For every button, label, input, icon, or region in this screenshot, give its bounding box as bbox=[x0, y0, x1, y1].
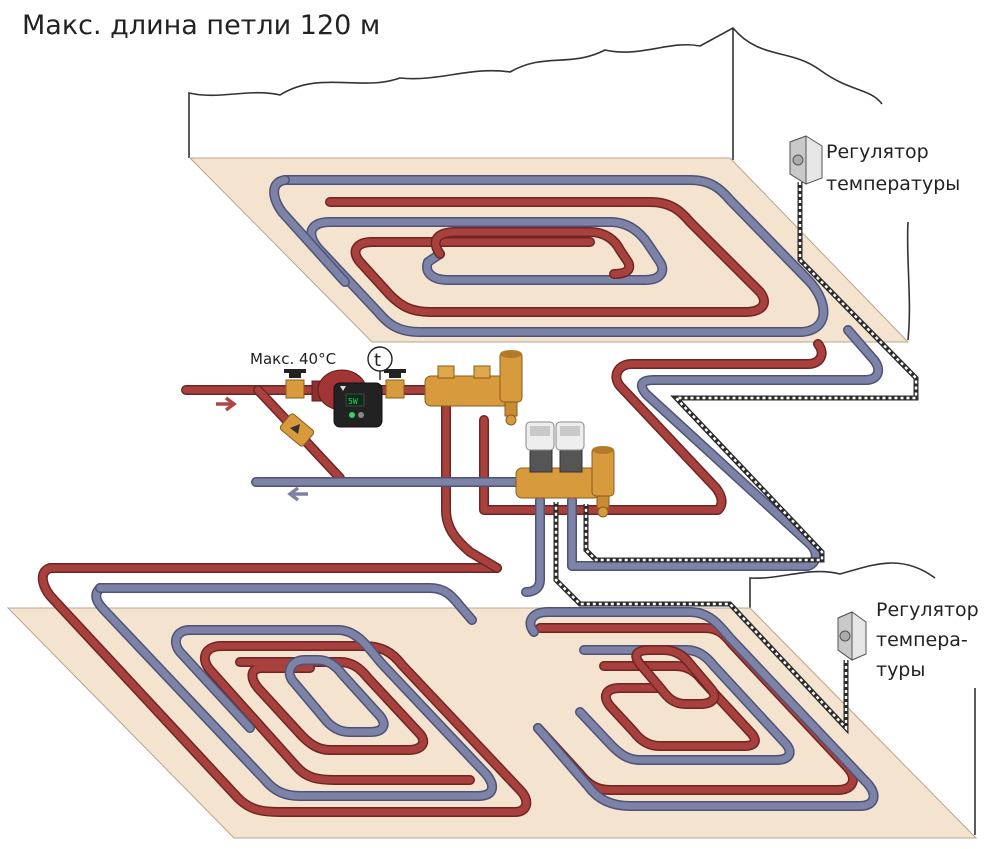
pump-icon: 5W bbox=[311, 369, 383, 428]
svg-text:t: t bbox=[374, 350, 381, 371]
thermometer-symbol: t bbox=[367, 346, 393, 380]
lower-regulator-label-line2: темпера- bbox=[876, 629, 968, 651]
upper-regulator-label-line2: температуры bbox=[826, 173, 960, 195]
thermostat-icon bbox=[837, 611, 867, 661]
upper-room: Регулятор температуры bbox=[188, 26, 960, 343]
manifold-icon bbox=[424, 350, 523, 426]
valve-icon bbox=[284, 369, 306, 399]
valve-icon bbox=[279, 413, 315, 447]
upper-room-walls bbox=[188, 26, 911, 341]
upper-regulator-label-line1: Регулятор bbox=[826, 141, 929, 163]
lower-regulator-label-line3: туры bbox=[876, 659, 925, 681]
thermostat-wiring bbox=[553, 182, 919, 735]
pump-max-temperature-label: Макс. 40°C bbox=[250, 350, 336, 368]
lower-right-heating-loop bbox=[525, 607, 879, 811]
lower-room: Регулятор темпера- туры bbox=[6, 562, 979, 839]
diagram-title: Макс. длина петли 120 м bbox=[22, 10, 380, 41]
lower-room-walls bbox=[749, 562, 976, 835]
svg-text:5W: 5W bbox=[348, 397, 358, 406]
lower-left-heating-loop bbox=[37, 563, 532, 817]
manifold-icon bbox=[515, 421, 615, 518]
arrow-icon bbox=[287, 486, 308, 502]
arrow-icon bbox=[216, 396, 237, 412]
valve-icon bbox=[384, 369, 406, 399]
lower-regulator-label-line1: Регулятор bbox=[876, 599, 979, 621]
thermostat-icon bbox=[789, 135, 823, 185]
upper-heating-loop bbox=[269, 175, 829, 337]
